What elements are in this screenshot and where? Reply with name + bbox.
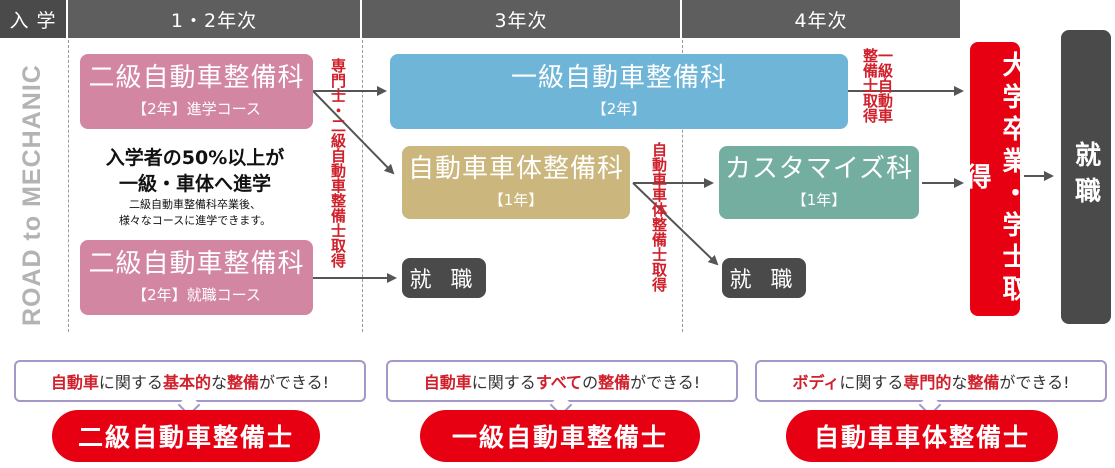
feature-mid: に関する — [471, 373, 536, 392]
grade2-advance-box: 二級自動車整備科 【2年】進学コース — [80, 54, 313, 129]
feature-highlight: 整備 — [598, 373, 631, 392]
feature-pre: 自動車 — [423, 373, 472, 392]
feature-post: ができる! — [630, 373, 701, 392]
header-year4: 4年次 — [682, 0, 960, 38]
feature-pre: 自動車 — [50, 373, 99, 392]
box-title: 二級自動車整備科 — [88, 63, 305, 94]
box-title: 一級自動車整備科 — [510, 63, 727, 94]
feature-post: ができる! — [999, 373, 1070, 392]
header-entry: 入 学 — [0, 0, 66, 38]
university-label: 大学卒業・学士取得 — [961, 51, 1028, 307]
header-year3: 3年次 — [362, 0, 680, 38]
feature-mid: な — [210, 373, 227, 392]
feature-mid: に関する — [839, 373, 904, 392]
divider-line — [682, 40, 683, 332]
grade2-employ-box: 二級自動車整備科 【2年】就職コース — [80, 240, 313, 315]
feature-pre: ボディ — [792, 373, 840, 392]
advance-note: 入学者の50%以上が 一級・車体へ進学 二級自動車整備科卒業後、 様々なコースに… — [80, 146, 310, 228]
divider-line — [68, 40, 69, 332]
qualification-body: 自動車車体整備士取得 — [650, 142, 668, 292]
feature-post: ができる! — [258, 373, 330, 392]
box-title: 自動車車体整備科 — [407, 154, 624, 185]
feature-highlight: 専門的 — [903, 373, 952, 392]
header-year12: 1・2年次 — [68, 0, 360, 38]
divider-line — [362, 40, 363, 332]
note-line2: 一級・車体へ進学 — [118, 172, 271, 195]
note-line1: 入学者の50%以上が — [105, 147, 285, 169]
box-title: カスタマイズ科 — [724, 154, 914, 185]
box-sub: 【2年】就職コース — [132, 285, 261, 304]
final-employ-label: 就職 — [1070, 141, 1101, 213]
feature-mid: に関する — [98, 373, 163, 392]
license-grade1: 一級自動車整備士 — [420, 410, 700, 462]
feature-mid: な — [951, 373, 968, 392]
license-grade2: 二級自動車整備士 — [52, 410, 320, 462]
grade1-box: 一級自動車整備科 【2年】 — [390, 54, 848, 129]
customize-box: カスタマイズ科 【1年】 — [719, 146, 919, 219]
feature-highlight: すべて — [535, 373, 583, 392]
note-line3: 二級自動車整備科卒業後、 — [129, 198, 261, 212]
qualification-grade2: 専門士・二級自動車整備士取得 — [329, 58, 347, 268]
employ-box: 就 職 — [722, 258, 806, 298]
box-sub: 【1年】 — [488, 190, 544, 209]
box-sub: 【2年】 — [591, 99, 647, 118]
box-sub: 【2年】進学コース — [132, 99, 261, 118]
final-employ-box: 就職 — [1061, 30, 1111, 324]
feature-mid: の — [582, 373, 599, 392]
employ-box: 就 職 — [402, 258, 486, 298]
note-line4: 様々なコースに進学できます。 — [118, 213, 272, 227]
feature-highlight: 整備 — [226, 373, 259, 392]
license-body: 自動車車体整備士 — [786, 410, 1058, 462]
university-box: 大学卒業・学士取得 — [961, 42, 1028, 316]
qualification-grade1: 一級自動車整備士取得 — [861, 48, 894, 123]
feature-highlight: 基本的 — [162, 373, 211, 392]
box-sub: 【1年】 — [791, 190, 847, 209]
body-box: 自動車車体整備科 【1年】 — [402, 146, 630, 219]
box-title: 二級自動車整備科 — [88, 249, 305, 280]
feature-highlight: 整備 — [967, 373, 1000, 392]
